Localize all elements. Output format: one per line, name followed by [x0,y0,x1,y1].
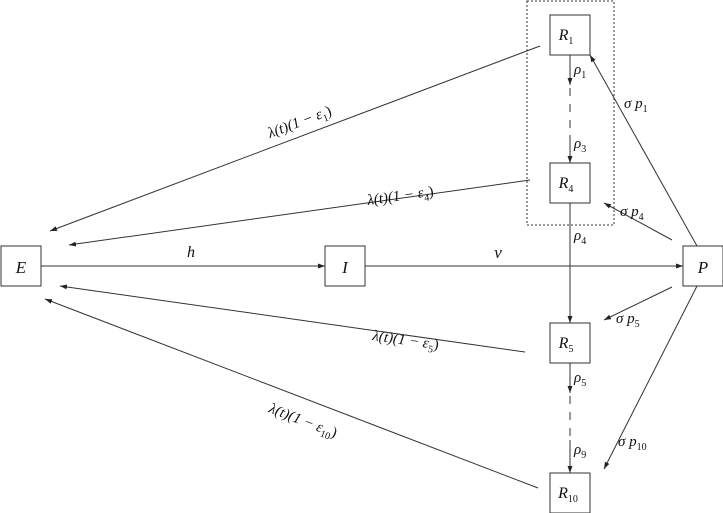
node-R5-label: R [558,335,569,352]
svg-text:R10: R10 [557,485,578,505]
edge-P-to-R5 [603,286,673,321]
node-R1-sub: 1 [568,36,573,47]
node-R4-label: R [558,175,569,192]
node-P: P [682,245,723,287]
node-I-label: I [341,258,349,277]
node-R4: R4 [549,162,591,204]
label-sigma-p1: σ p1 [624,96,648,115]
edge-P-to-R10 [603,285,698,470]
node-R5-sub: 5 [568,344,573,355]
edge-R5-to-E [59,284,526,353]
svg-text:R5: R5 [558,335,574,355]
label-sigma-p10: σ p10 [618,434,647,453]
node-E-label: E [15,258,27,277]
label-lambda-eps1: λ(t)(1 − ε1) [265,103,335,145]
node-R1-label: R [558,27,569,44]
label-lambda-eps4: λ(t)(1 − ε4) [365,184,435,212]
node-R10-label: R [557,485,568,502]
label-h: h [187,244,195,261]
label-rho1: ρ1 [573,62,586,81]
node-I: I [324,245,366,287]
node-R10-sub: 10 [568,494,578,505]
node-R4-sub: 4 [568,184,573,195]
node-R1: R1 [549,14,591,56]
svg-text:R4: R4 [558,175,574,195]
label-lambda-eps5: λ(t)(1 − ε5) [370,328,440,356]
label-rho9: ρ9 [573,442,586,461]
label-rho3: ρ3 [573,136,586,155]
dotted-group-box [526,0,615,226]
label-sigma-p4: σ p4 [620,204,644,223]
label-rho4: ρ4 [573,228,586,247]
svg-text:R1: R1 [558,27,574,47]
label-rho5: ρ5 [573,370,586,389]
edge-R10-to-E [44,298,539,489]
node-E: E [0,245,42,287]
edge-P-to-R4 [603,202,673,241]
edge-R4-to-E [68,179,531,247]
label-nu: ν [494,243,502,262]
label-sigma-p5: σ p5 [616,311,640,330]
node-R5: R5 [549,322,591,364]
edge-R1-to-E [49,45,541,232]
edge-P-to-R1 [589,54,698,247]
node-R10: R10 [549,472,591,513]
node-P-label: P [697,258,708,277]
